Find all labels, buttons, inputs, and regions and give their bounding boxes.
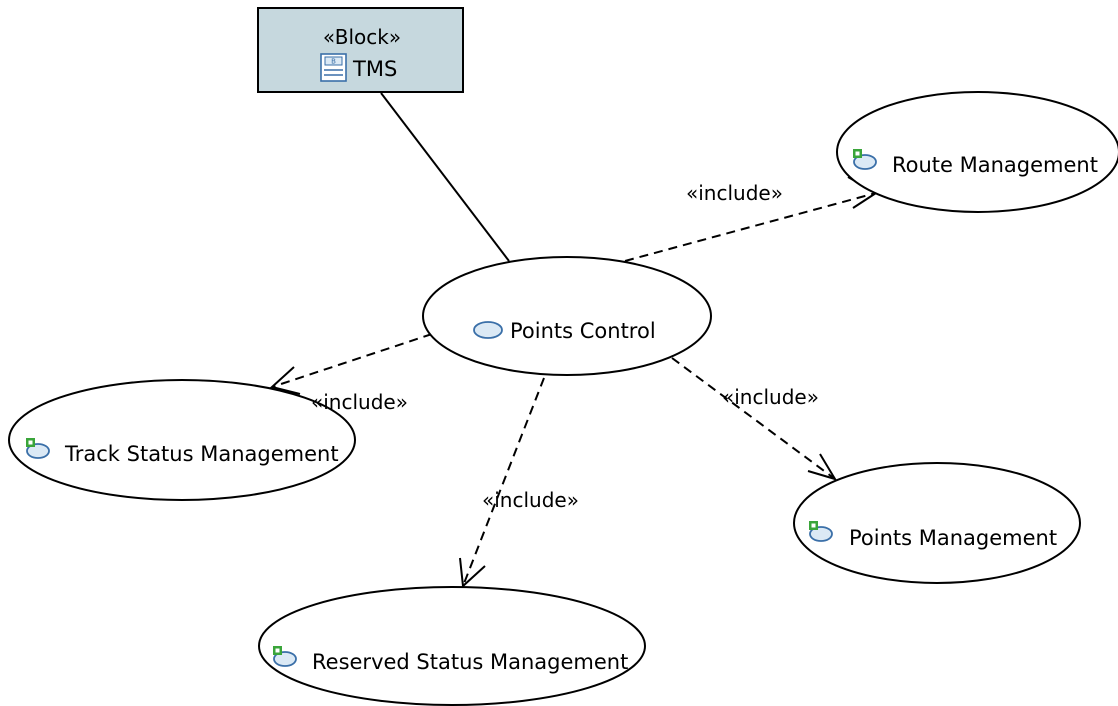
block-icon: B [320, 53, 347, 82]
usecase-icon [473, 321, 503, 339]
block-stereotype: «Block» [323, 25, 401, 49]
svg-text:B: B [331, 58, 336, 66]
include-label: «include» [482, 488, 579, 512]
include-reserved-dependency[interactable] [459, 377, 545, 589]
usecase-label: Points Control [510, 319, 656, 343]
usecase-route-management[interactable]: Route Management [836, 91, 1118, 213]
association-line[interactable] [380, 92, 510, 262]
include-points-dependency[interactable] [671, 357, 838, 481]
usecase-reserved-status-management[interactable]: Reserved Status Management [258, 586, 646, 706]
include-track-dependency[interactable] [269, 333, 433, 395]
usecase-points-control-shape [422, 256, 712, 376]
usecase-label: Track Status Management [64, 442, 339, 466]
usecase-label: Route Management [892, 153, 1098, 177]
usecase-route-management-shape [836, 91, 1118, 213]
usecase-label: Reserved Status Management [312, 650, 628, 674]
usecase-points-control[interactable]: Points Control [422, 256, 712, 376]
include-label: «include» [686, 181, 783, 205]
include-label: «include» [722, 385, 819, 409]
block-name: TMS [352, 57, 397, 81]
include-label: «include» [311, 390, 408, 414]
block-tms[interactable]: «Block» B TMS [257, 7, 464, 93]
block-tms-shape [257, 7, 464, 93]
usecase-track-status-management-shape [8, 379, 356, 501]
usecase-track-status-management[interactable]: Track Status Management [8, 379, 356, 501]
usecase-points-management-shape [793, 462, 1081, 584]
usecase-label: Points Management [849, 526, 1057, 550]
usecase-points-management[interactable]: Points Management [793, 462, 1081, 584]
usecase-reserved-status-management-shape [258, 586, 646, 706]
